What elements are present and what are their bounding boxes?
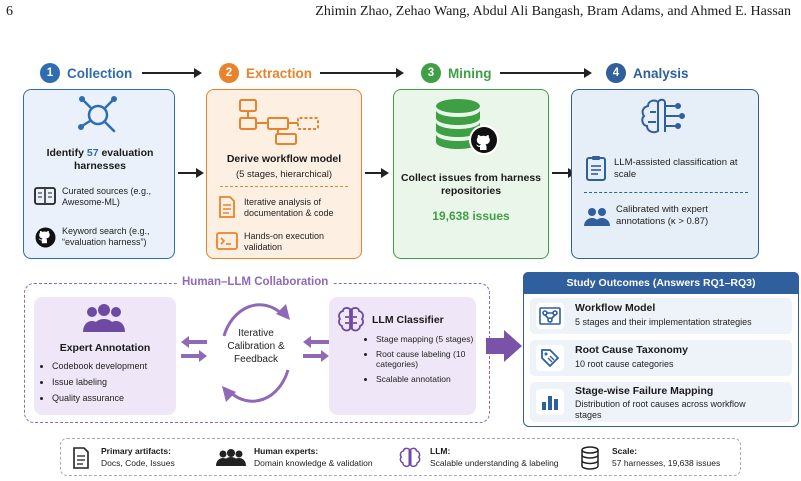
flow-arrow — [320, 68, 404, 78]
tag-icon — [536, 345, 564, 371]
list-item: Quality assurance — [52, 390, 172, 406]
expert-annotation-panel — [34, 297, 176, 415]
outcome-title: Root Cause Taxonomy — [575, 344, 688, 356]
clipboard-icon — [584, 154, 608, 182]
outcome-description: 10 root cause categories — [575, 359, 674, 369]
brain-network-icon — [641, 98, 685, 134]
extraction-subtitle: (5 stages, hierarchical) — [235, 169, 333, 180]
iterative-calibration-label: Iterative Calibration & Feedback — [227, 328, 285, 365]
legend-title: LLM: — [430, 446, 451, 456]
stage-title: Mining — [448, 65, 492, 81]
people-icon — [216, 449, 246, 466]
extraction-title: Derive workflow model — [226, 153, 342, 165]
list-item: Scalable annotation — [376, 374, 474, 385]
workflow-model-icon — [536, 303, 564, 329]
brain-icon — [399, 447, 421, 468]
stage-label-analysis: 4 Analysis — [606, 63, 689, 83]
collaboration-title: Human–LLM Collaboration — [177, 276, 334, 288]
extraction-item-text: Hands-on execution validation — [244, 231, 325, 252]
stage-label-mining: 3 Mining — [421, 63, 492, 83]
people-icon — [582, 206, 612, 228]
legend-description: Docs, Code, Issues — [101, 458, 175, 468]
outcome-item: Root Cause Taxonomy 10 root cause catego… — [530, 340, 792, 376]
expert-annotation-list: Codebook development Issue labeling Qual… — [52, 358, 172, 406]
list-item: Issue labeling — [52, 374, 172, 390]
network-search-icon — [78, 96, 117, 133]
stage-title: Extraction — [246, 65, 313, 81]
legend-frame — [60, 438, 741, 476]
people-icon — [83, 304, 125, 332]
llm-classifier-title: LLM Classifier — [372, 314, 444, 326]
analysis-item-text: LLM-assisted classification at scale — [614, 157, 738, 180]
outcome-description: Distribution of root causes across workf… — [575, 399, 746, 420]
stage-number: 1 — [40, 63, 60, 83]
legend-title: Primary artifacts: — [101, 446, 171, 456]
running-head-authors: Zhimin Zhao, Zehao Wang, Abdul Ali Banga… — [315, 4, 791, 19]
database-icon — [581, 446, 599, 470]
book-icon — [34, 185, 56, 207]
list-item: Codebook development — [52, 358, 172, 374]
extraction-item-text: Iterative analysis of documentation & co… — [244, 197, 334, 218]
document-icon — [73, 447, 89, 469]
flow-arrow — [142, 68, 202, 78]
bidirectional-arrow-icon — [181, 336, 207, 362]
stage-number: 2 — [219, 63, 239, 83]
page-number: 6 — [6, 4, 13, 19]
github-icon — [34, 226, 56, 248]
cycle-arrows-icon — [222, 303, 290, 403]
collection-title: Identify 57 evaluation harnesses — [46, 147, 154, 172]
legend-title: Scale: — [612, 446, 638, 456]
legend-title: Human experts: — [254, 446, 319, 456]
stage-number: 4 — [606, 63, 626, 83]
divider — [220, 186, 348, 187]
list-item: Stage mapping (5 stages) — [376, 334, 474, 345]
study-outcomes-title: Study Outcomes (Answers RQ1–RQ3) — [523, 272, 799, 294]
legend-description: 57 harnesses, 19,638 issues — [612, 458, 721, 468]
collection-item-text: Curated sources (e.g., Awesome-ML) — [62, 186, 152, 207]
outcome-description: 5 stages and their implementation strate… — [575, 317, 752, 327]
analysis-item-text: Calibrated with expert annotations (κ > … — [616, 204, 709, 227]
outcome-title: Stage-wise Failure Mapping — [575, 385, 714, 397]
document-icon — [216, 196, 238, 218]
expert-annotation-title: Expert Annotation — [59, 342, 151, 354]
stage-number: 3 — [421, 63, 441, 83]
mining-issue-count: 19,638 issues — [432, 209, 510, 223]
brain-icon — [338, 307, 364, 332]
mining-title: Collect issues from harness repositories — [400, 172, 542, 197]
bidirectional-arrow-icon — [303, 336, 329, 362]
legend-description: Scalable understanding & labeling — [430, 458, 559, 468]
stage-title: Analysis — [633, 65, 689, 81]
outcome-item: Workflow Model 5 stages and their implem… — [530, 298, 792, 334]
flow-arrow — [365, 168, 389, 178]
stage-label-collection: 1 Collection — [40, 63, 132, 83]
llm-classifier-list: Stage mapping (5 stages) Root cause labe… — [376, 334, 474, 384]
flow-arrow — [500, 68, 592, 78]
collection-item-text: Keyword search (e.g., “evaluation harnes… — [62, 226, 150, 247]
outcome-item: Stage-wise Failure Mapping Distribution … — [530, 382, 792, 422]
stage-label-extraction: 2 Extraction — [219, 63, 312, 83]
flow-arrow — [178, 168, 204, 178]
divider — [584, 192, 748, 193]
database-github-icon — [436, 99, 499, 155]
terminal-icon — [216, 230, 238, 252]
bar-chart-icon — [536, 389, 564, 415]
outcome-title: Workflow Model — [575, 302, 656, 314]
stage-title: Collection — [67, 65, 133, 81]
workflow-icon — [239, 99, 319, 145]
legend-description: Domain knowledge & validation — [254, 458, 373, 468]
list-item: Root cause labeling (10 categories) — [376, 349, 474, 370]
to-outcomes-arrow — [486, 330, 522, 362]
